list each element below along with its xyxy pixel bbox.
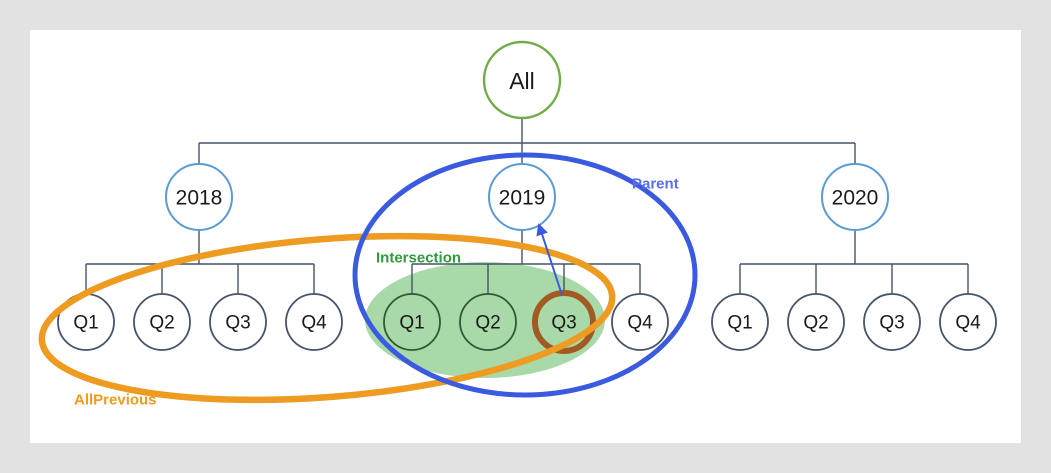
all-previous-label: AllPrevious	[74, 392, 157, 409]
node-2018-q2-label: Q2	[149, 313, 174, 334]
node-year-2020-label: 2020	[832, 187, 879, 210]
node-2019-q1[interactable]: Q1	[383, 293, 441, 351]
node-year-2019[interactable]: 2019	[488, 163, 556, 231]
node-2020-q4-circle	[939, 293, 997, 351]
node-2019-q4-circle	[611, 293, 669, 351]
node-2020-q1[interactable]: Q1	[711, 293, 769, 351]
node-2018-q1-label: Q1	[73, 313, 98, 334]
node-all-circle	[482, 40, 562, 120]
node-year-2019-label: 2019	[499, 187, 546, 210]
connector-lines	[85, 118, 969, 294]
node-all[interactable]: All	[482, 40, 562, 120]
node-2019-q1-circle	[383, 293, 441, 351]
node-year-2018-label: 2018	[176, 187, 223, 210]
node-2018-q4-label: Q4	[301, 313, 327, 334]
node-2018-q4-circle	[285, 293, 343, 351]
node-2019-q3-selection-ring	[532, 290, 596, 354]
node-2019-q4-label: Q4	[627, 313, 653, 334]
parent-pointer-arrow	[536, 223, 563, 296]
node-2019-q2-circle	[459, 293, 517, 351]
node-2018-q2-circle	[133, 293, 191, 351]
node-2019-q3[interactable]: Q3	[532, 290, 596, 354]
node-2020-q3-circle	[863, 293, 921, 351]
node-all-label: All	[509, 68, 535, 94]
node-year-2019-circle	[488, 163, 556, 231]
node-2020-q2-circle	[787, 293, 845, 351]
node-2019-q3-label: Q3	[551, 313, 576, 334]
node-2020-q2[interactable]: Q2	[787, 293, 845, 351]
node-2019-q4[interactable]: Q4	[611, 293, 669, 351]
node-2018-q3-circle	[209, 293, 267, 351]
node-2019-q2-label: Q2	[475, 313, 500, 334]
parent-ellipse	[352, 152, 698, 398]
all-previous-ellipse	[38, 232, 616, 404]
node-2018-q1[interactable]: Q1	[57, 293, 115, 351]
intersection-highlight-ellipse	[365, 262, 605, 378]
node-year-2018-circle	[165, 163, 233, 231]
node-2018-q4[interactable]: Q4	[285, 293, 343, 351]
node-2020-q2-label: Q2	[803, 313, 828, 334]
intersection-label: Intersection	[376, 250, 461, 267]
node-2020-q1-label: Q1	[727, 313, 752, 334]
node-2020-q4[interactable]: Q4	[939, 293, 997, 351]
node-2020-q3[interactable]: Q3	[863, 293, 921, 351]
node-2018-q3[interactable]: Q3	[209, 293, 267, 351]
node-year-2020[interactable]: 2020	[821, 163, 889, 231]
node-2019-q1-label: Q1	[399, 313, 424, 334]
node-2020-q3-label: Q3	[879, 313, 904, 334]
node-2018-q3-label: Q3	[225, 313, 250, 334]
parent-label: Parent	[632, 176, 679, 193]
node-year-2018[interactable]: 2018	[165, 163, 233, 231]
node-2020-q1-circle	[711, 293, 769, 351]
node-year-2020-circle	[821, 163, 889, 231]
node-2019-q2[interactable]: Q2	[459, 293, 517, 351]
node-2018-q2[interactable]: Q2	[133, 293, 191, 351]
node-2020-q4-label: Q4	[955, 313, 981, 334]
